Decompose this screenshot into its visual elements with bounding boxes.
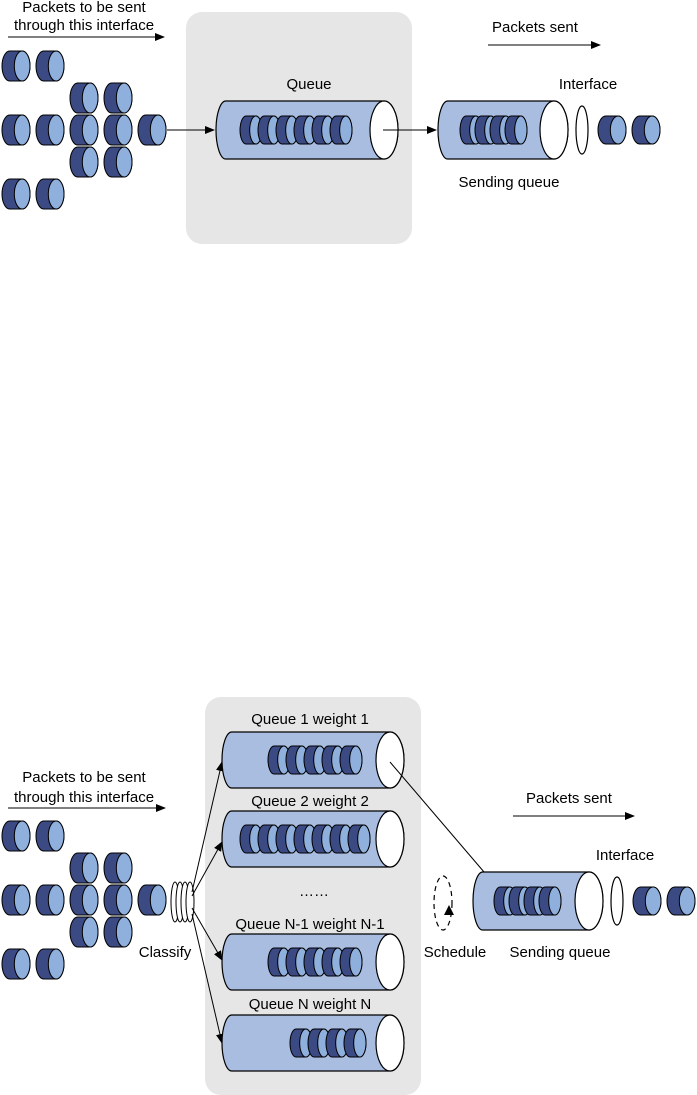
packet xyxy=(69,884,99,916)
packet xyxy=(103,146,133,178)
packet xyxy=(69,146,99,178)
fig2-sending-queue-cylinder xyxy=(472,871,604,931)
fig2-outgoing-packets xyxy=(632,886,696,916)
packet xyxy=(35,948,65,980)
packet xyxy=(631,115,661,145)
packet xyxy=(69,852,99,884)
packet xyxy=(538,886,562,916)
fig2-queue-1-cylinder xyxy=(221,731,405,789)
fig1-sending-queue-label: Sending queue xyxy=(459,174,560,191)
packet xyxy=(504,115,528,145)
fig1-packets-sent-label: Packets sent xyxy=(492,19,579,36)
packet xyxy=(339,745,363,775)
packet xyxy=(1,948,31,980)
fig2-incoming-label-line1: Packets to be sent xyxy=(22,769,146,786)
packet xyxy=(103,114,133,146)
fig1-incoming-label-line2: through this interface xyxy=(14,17,154,34)
fig1-incoming-label-line1: Packets to be sent xyxy=(22,0,146,16)
queue-opening xyxy=(574,871,604,931)
fig2-sending-queue-label: Sending queue xyxy=(510,944,611,961)
packet xyxy=(329,115,353,145)
packet xyxy=(1,178,31,210)
packet xyxy=(1,114,31,146)
packet xyxy=(666,886,696,916)
packet xyxy=(69,916,99,948)
fig2-queue-2-label: Queue 2 weight 2 xyxy=(251,793,369,810)
queue-opening xyxy=(375,731,405,789)
packet xyxy=(69,82,99,114)
queue-opening xyxy=(375,810,405,868)
fig2-packets-sent-label: Packets sent xyxy=(526,790,613,807)
fig2-schedule-icon xyxy=(433,875,454,931)
fig2-wfq-diagram: Packets to be sent through this interfac… xyxy=(1,697,696,1095)
packet xyxy=(339,947,363,977)
packet xyxy=(137,114,167,146)
fig1-queue-cylinder xyxy=(215,100,399,160)
packet xyxy=(35,50,65,82)
packet xyxy=(35,178,65,210)
fig2-queue-n-1-cylinder xyxy=(221,933,405,991)
fig1-outgoing-packets xyxy=(597,115,661,145)
packet xyxy=(347,824,371,854)
packet xyxy=(343,1028,367,1058)
packet xyxy=(103,82,133,114)
fig2-incoming-label-line2: through this interface xyxy=(14,789,154,806)
fig2-incoming-packets xyxy=(1,820,167,980)
packet xyxy=(1,50,31,82)
fig2-queue-n-1-label: Queue N-1 weight N-1 xyxy=(235,916,384,933)
packet xyxy=(285,745,309,775)
packet xyxy=(1,820,31,852)
queue-opening xyxy=(375,1014,405,1072)
fig1-queue-label: Queue xyxy=(286,76,331,93)
packet xyxy=(137,884,167,916)
fig2-queue-n-label: Queue N weight N xyxy=(249,996,372,1013)
fig2-queues-panel xyxy=(205,697,421,1095)
packet xyxy=(35,884,65,916)
packet xyxy=(597,115,627,145)
packet xyxy=(103,916,133,948)
packet xyxy=(35,114,65,146)
queue-opening xyxy=(539,100,569,160)
fig1-sending-queue-cylinder xyxy=(437,100,569,160)
fig1-interface-label: Interface xyxy=(559,76,617,93)
packet xyxy=(103,884,133,916)
fig2-queue-1-label: Queue 1 weight 1 xyxy=(251,711,369,728)
fig2-queue-n-cylinder xyxy=(221,1014,405,1072)
fig2-interface-ring xyxy=(610,876,624,926)
packet xyxy=(257,115,281,145)
packet xyxy=(35,820,65,852)
fig2-classifier-rings xyxy=(170,881,195,923)
fig2-classify-label: Classify xyxy=(139,944,192,961)
fig1-incoming-packets xyxy=(1,50,167,210)
fig2-ellipsis: …… xyxy=(299,883,329,900)
fig2-schedule-label: Schedule xyxy=(424,944,487,961)
packet xyxy=(1,884,31,916)
fig2-queue-2-cylinder xyxy=(221,810,405,868)
fig2-classify-arrows xyxy=(191,761,224,1044)
fig2-interface-label: Interface xyxy=(596,847,654,864)
fig1-interface-ring xyxy=(575,105,589,155)
packet xyxy=(103,852,133,884)
queue-opening xyxy=(375,933,405,991)
fig1-fifo-diagram: Packets to be sent through this interfac… xyxy=(1,0,661,244)
packet xyxy=(632,886,662,916)
packet xyxy=(69,114,99,146)
fig2-schedule-arrow xyxy=(389,761,497,887)
